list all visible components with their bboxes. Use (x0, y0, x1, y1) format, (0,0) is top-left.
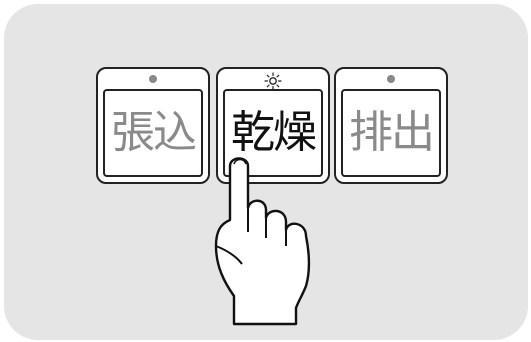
button-face: 乾燥 (223, 89, 323, 177)
discharge-button[interactable]: 排出 (334, 67, 448, 184)
button-label: 張込 (111, 107, 197, 158)
button-label: 乾燥 (231, 107, 317, 158)
load-button[interactable]: 張込 (96, 67, 210, 184)
indicator-dot-icon (387, 75, 395, 83)
button-label: 排出 (349, 107, 435, 158)
button-face: 張込 (103, 89, 203, 177)
indicator-dot-icon (149, 75, 157, 83)
lit-lamp-icon (264, 72, 282, 90)
button-face: 排出 (341, 89, 441, 177)
pointing-hand-icon (214, 157, 311, 326)
